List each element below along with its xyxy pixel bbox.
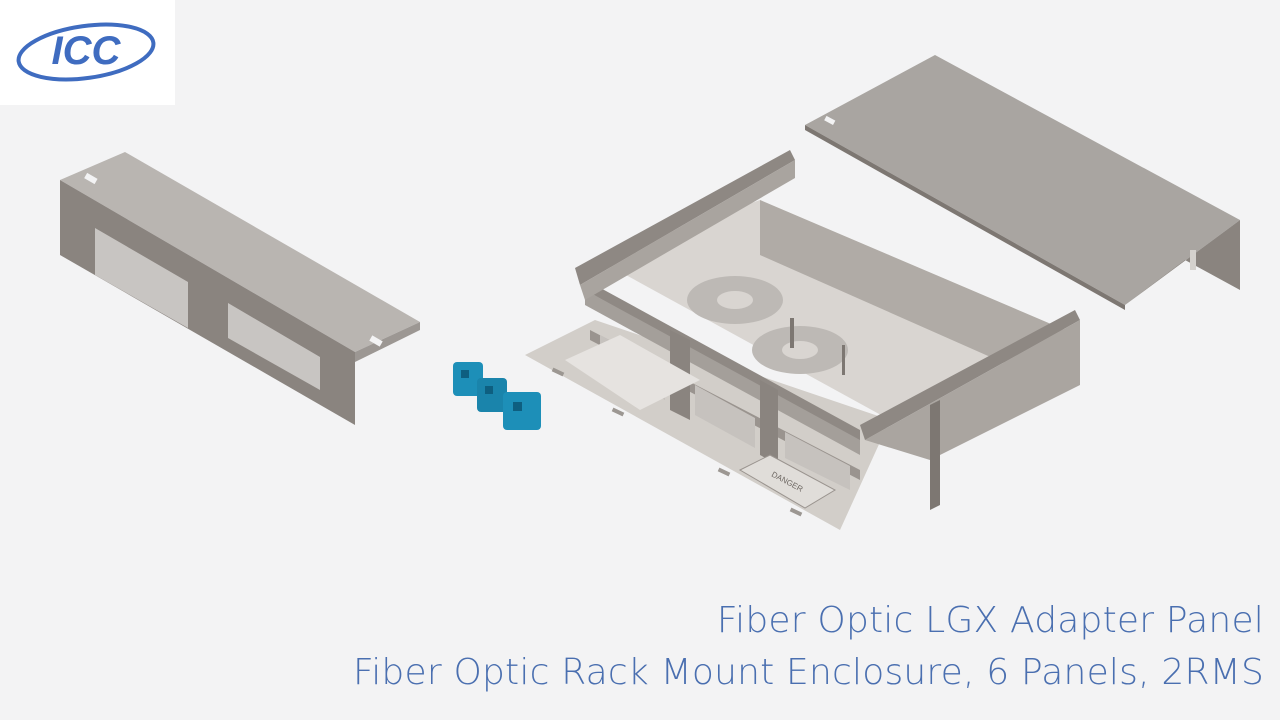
cover-window-right (228, 303, 320, 390)
lgx-adapters (453, 362, 541, 430)
front-cover-panel (60, 152, 420, 425)
top-cover (805, 55, 1240, 310)
enclosure-tray: DANGER (525, 150, 1080, 530)
logo-text: ICC (52, 29, 122, 73)
danger-label: DANGER (738, 454, 837, 509)
cover-window-left (95, 228, 188, 328)
logo-area: ICC (0, 0, 175, 105)
icc-logo: ICC (16, 22, 156, 82)
label-grid (565, 335, 700, 410)
caption-line-1: Fiber Optic LGX Adapter Panel (716, 600, 1264, 641)
caption-line-2: Fiber Optic Rack Mount Enclosure, 6 Pane… (352, 652, 1264, 693)
